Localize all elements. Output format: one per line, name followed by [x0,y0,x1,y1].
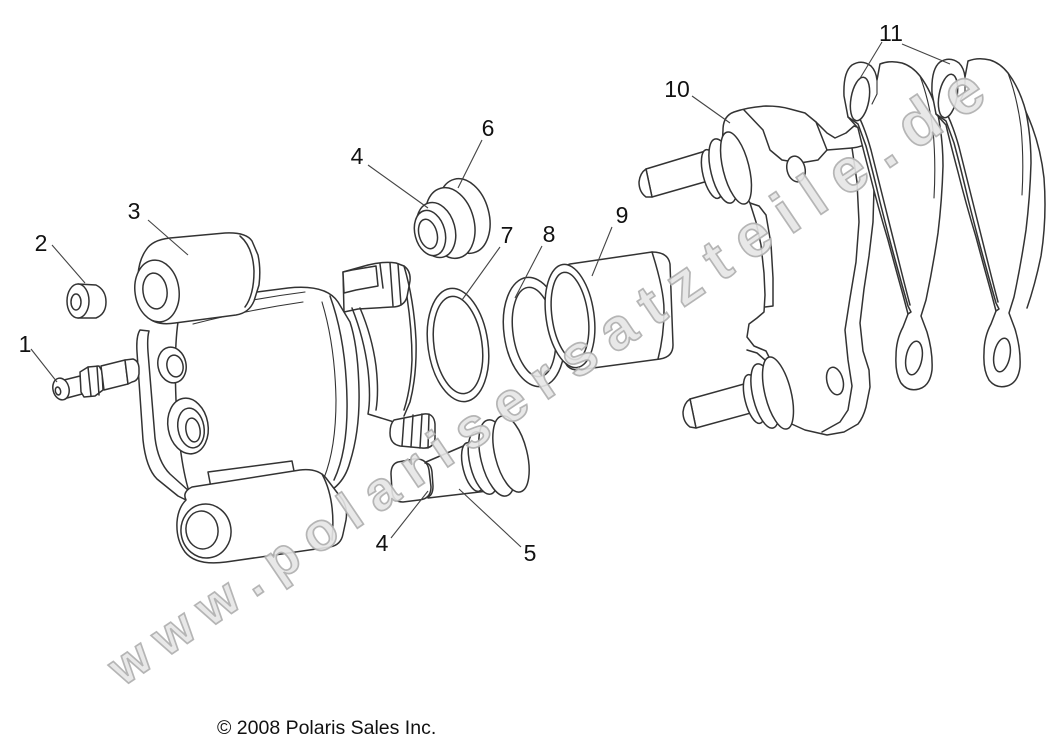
svg-text:8: 8 [543,221,556,247]
svg-text:© 2008 Polaris Sales Inc.: © 2008 Polaris Sales Inc. [217,717,436,739]
svg-text:3: 3 [128,198,141,224]
svg-text:5: 5 [524,540,537,566]
svg-text:2: 2 [35,230,48,256]
svg-text:1: 1 [19,331,32,357]
svg-text:9: 9 [616,202,629,228]
svg-text:11: 11 [879,20,903,46]
svg-text:6: 6 [482,115,495,141]
svg-text:7: 7 [501,222,514,248]
svg-text:4: 4 [376,530,389,556]
svg-text:10: 10 [664,76,690,102]
svg-text:4: 4 [351,143,364,169]
